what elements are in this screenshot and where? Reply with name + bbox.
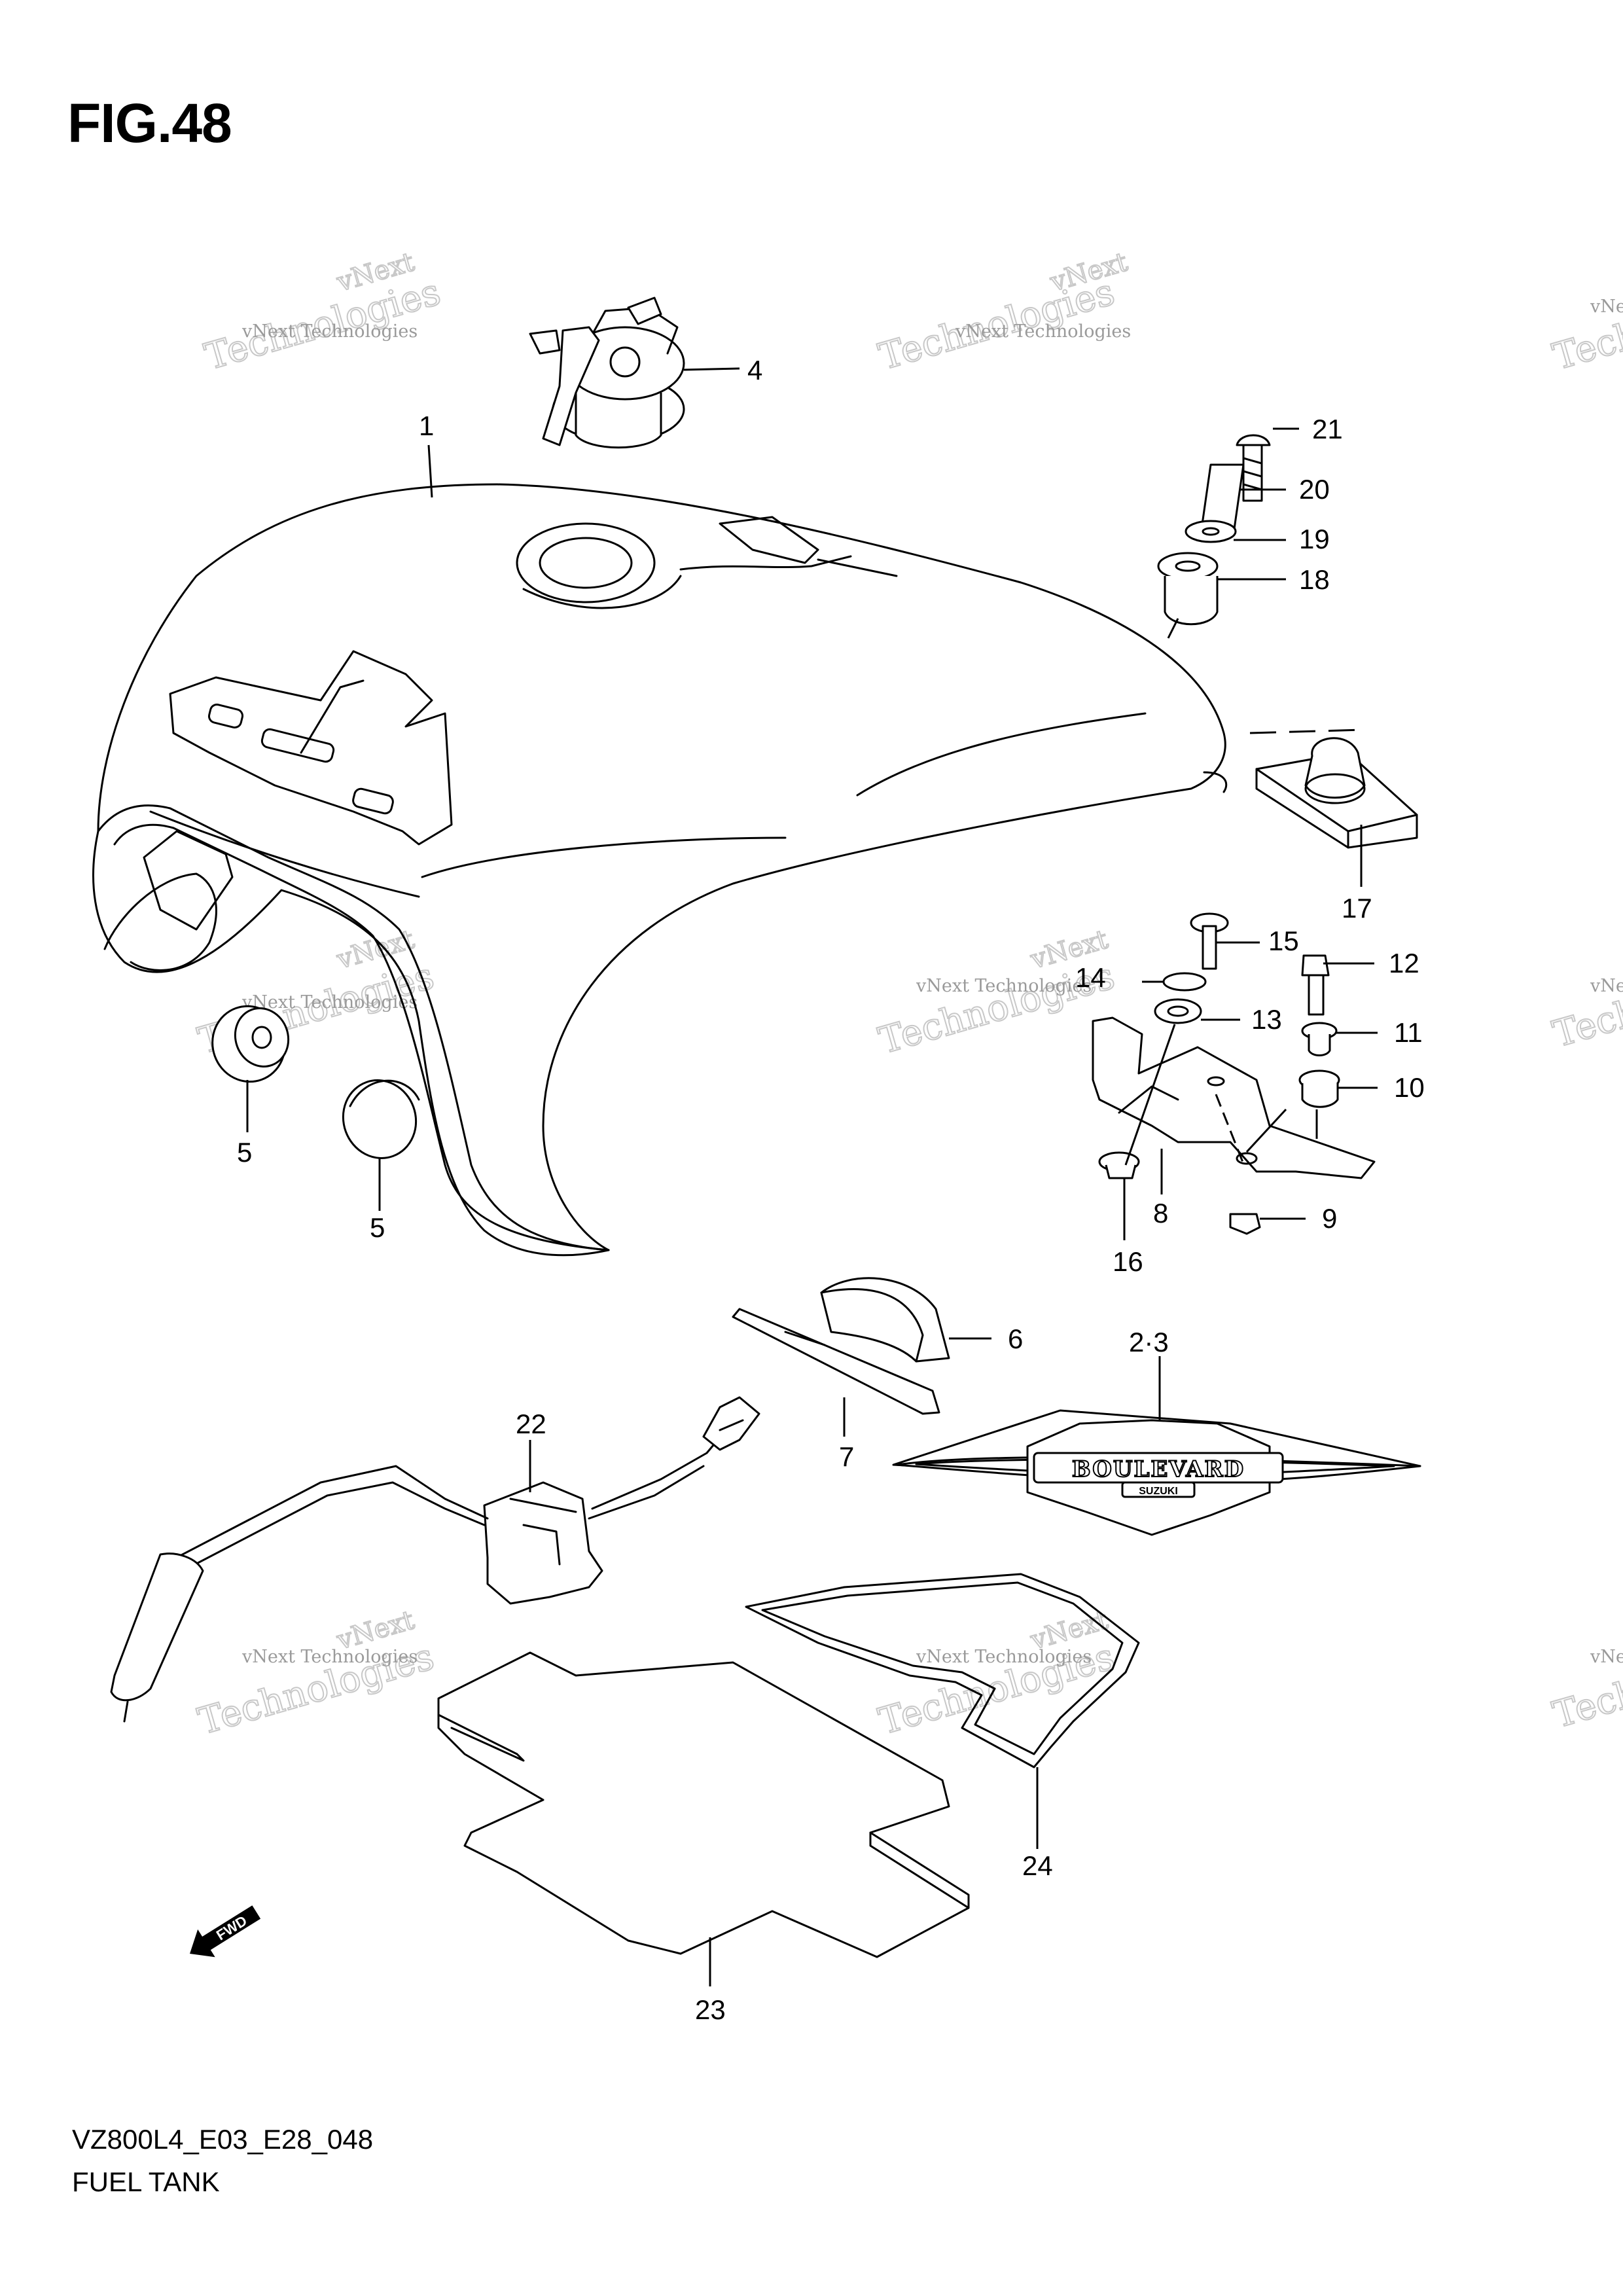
grommet-18 — [1157, 552, 1219, 626]
callout-24: 24 — [1022, 1850, 1053, 1881]
callout-17: 17 — [1342, 893, 1372, 924]
callout-12: 12 — [1389, 948, 1419, 978]
forward-arrow-icon: FWD — [190, 1905, 261, 1958]
callout-14: 14 — [1075, 962, 1106, 993]
svg-text:vNext Technologies: vNext Technologies — [916, 976, 1092, 996]
heat-guard-24 — [745, 1573, 1140, 1768]
watermarks: vNext Technologies vNext Technologies vN… — [193, 246, 1623, 1744]
callout-5: 5 — [237, 1137, 252, 1168]
diagram-code: VZ800L4_E03_E28_048 — [72, 2124, 374, 2155]
callout-18: 18 — [1299, 564, 1330, 595]
callout-13: 13 — [1251, 1004, 1282, 1035]
callout-8: 8 — [1153, 1198, 1168, 1229]
callout-16: 16 — [1113, 1246, 1143, 1277]
watermark: vNext Technologies vNext Technologies — [874, 924, 1120, 1063]
watermark: vNext Technologies Technologies — [1548, 270, 1623, 380]
watermark: vNext Technologies vNext Technologies — [874, 1604, 1120, 1744]
grommet-13 — [1154, 998, 1202, 1024]
bracket-8 — [1092, 1016, 1376, 1179]
callout-7: 7 — [839, 1441, 854, 1472]
watermark: vNext Technologies vNext Technologies — [193, 1604, 439, 1744]
watermark: vNext Technologies Technologies — [1548, 1628, 1623, 1738]
callout-1: 1 — [419, 410, 434, 441]
emblem-make-text: SUZUKI — [1139, 1486, 1178, 1497]
callout-10: 10 — [1394, 1072, 1425, 1103]
svg-text:vNext Technologies: vNext Technologies — [916, 1647, 1092, 1667]
washer-19 — [1185, 520, 1237, 543]
emblem-brand-text: BOULEVARD — [1072, 1456, 1245, 1482]
bolt-21 — [1236, 434, 1271, 502]
callout-6: 6 — [1008, 1323, 1023, 1354]
svg-text:vNext Technologies: vNext Technologies — [241, 321, 418, 342]
svg-text:Technologies: Technologies — [1548, 271, 1623, 379]
grommet-10 — [1298, 1069, 1340, 1108]
callout-23: 23 — [695, 1994, 726, 2025]
collar-16 — [1098, 1151, 1140, 1179]
svg-text:vNext Technologies: vNext Technologies — [955, 321, 1131, 342]
tank-mount-cushion — [1255, 737, 1418, 849]
callout-22: 22 — [516, 1408, 546, 1439]
collar-11 — [1301, 1022, 1338, 1056]
svg-text:vNext Technologies: vNext Technologies — [1590, 1647, 1623, 1667]
callout-5: 5 — [370, 1212, 385, 1243]
svg-text:Technologies: Technologies — [1548, 1629, 1623, 1737]
callout-2-3: 2·3 — [1129, 1327, 1169, 1357]
fuel-cap-lock-assembly — [529, 296, 685, 449]
tank-emblem: BOULEVARD SUZUKI — [892, 1409, 1421, 1536]
screw-15 — [1190, 912, 1229, 970]
fuel-level-sensor — [110, 1396, 760, 1723]
callout-4: 4 — [747, 355, 762, 386]
callout-9: 9 — [1322, 1203, 1337, 1234]
figure-title: FIG.48 — [67, 92, 232, 154]
svg-text:vNext Technologies: vNext Technologies — [1590, 976, 1623, 996]
fuel-tank — [92, 483, 1228, 1257]
cushion-rubber-right — [342, 1079, 420, 1159]
callout-20: 20 — [1299, 474, 1330, 505]
svg-text:vNext Technologies: vNext Technologies — [241, 1647, 418, 1667]
bolt-12 — [1301, 954, 1330, 1016]
callout-21: 21 — [1312, 414, 1343, 444]
bolt-9 — [1229, 1213, 1261, 1235]
callout-11: 11 — [1394, 1017, 1423, 1048]
watermark: vNext Technologies Technologies — [1548, 948, 1623, 1057]
leader-lines — [246, 367, 1378, 1986]
cover-6 — [820, 1277, 950, 1363]
cable-tie-7 — [732, 1308, 940, 1415]
watermark: vNext Technologies vNext Technologies — [200, 246, 446, 379]
svg-text:Technologies: Technologies — [1548, 948, 1623, 1056]
callouts: 1 2·3 4 5 5 6 7 8 9 10 11 12 13 14 15 16… — [237, 355, 1425, 2025]
diagram-name: FUEL TANK — [72, 2166, 220, 2197]
cushion-rubber-left — [211, 1005, 290, 1083]
insulator-sheet-23 — [437, 1651, 970, 1958]
callout-15: 15 — [1268, 925, 1299, 956]
svg-text:vNext Technologies: vNext Technologies — [1590, 296, 1623, 317]
svg-text:vNext Technologies: vNext Technologies — [241, 992, 418, 1013]
washer-14 — [1162, 972, 1207, 992]
watermark: vNext Technologies vNext Technologies — [874, 246, 1132, 379]
callout-19: 19 — [1299, 524, 1330, 554]
